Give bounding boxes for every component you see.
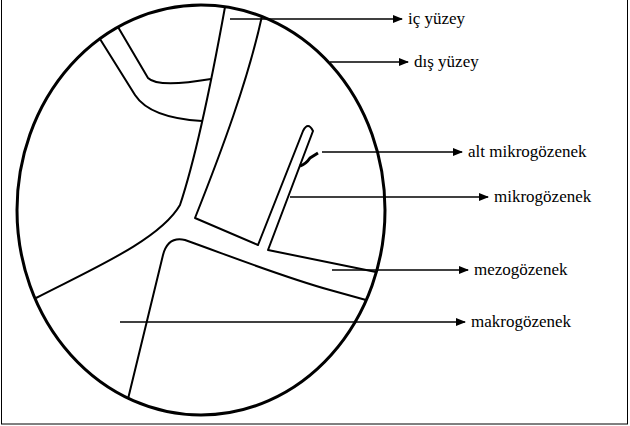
leader-line [120, 321, 465, 323]
part-label: mikrogözenek [494, 188, 591, 205]
macropore-wall [36, 7, 225, 298]
leader-line [290, 196, 488, 198]
leader-lines [120, 19, 488, 322]
part-label: iç yüzey [408, 10, 465, 27]
branch-wall [118, 27, 211, 83]
leader-line [322, 151, 462, 153]
part-label: dış yüzey [414, 53, 479, 70]
part-label: makrogözenek [471, 313, 571, 330]
mesopore-wall [128, 239, 366, 399]
part-label: alt mikrogözenek [468, 143, 587, 160]
leader-line [230, 18, 402, 20]
sub-micropore [300, 153, 318, 166]
micropore-wall [195, 16, 376, 272]
pore-walls [36, 7, 376, 399]
leader-line [332, 269, 468, 271]
part-label: mezogözenek [474, 261, 567, 278]
particle-outline [17, 5, 385, 415]
leader-line [330, 61, 408, 63]
